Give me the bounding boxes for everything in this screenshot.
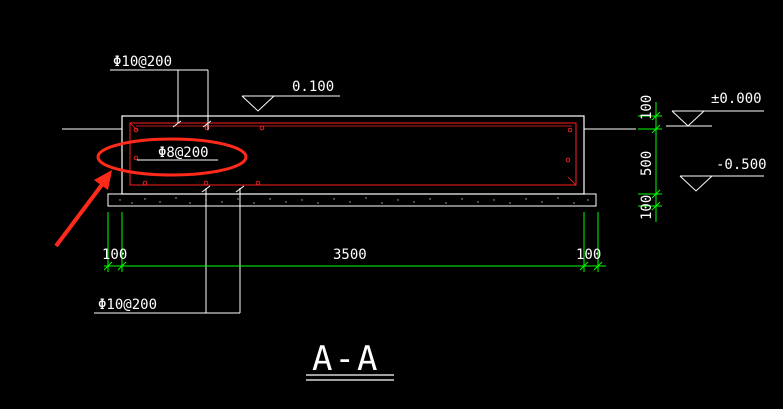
dimension-height-bottom-label: 100 <box>639 195 655 220</box>
top-rebar-leader <box>110 69 212 130</box>
rebar-dots <box>133 125 573 186</box>
elevation-mark-ground <box>666 110 764 127</box>
elevation-top-label: 0.100 <box>292 79 334 95</box>
dimension-height-top-label: 100 <box>639 95 655 120</box>
elevation-ground-label: ±0.000 <box>711 91 762 107</box>
rebar-dot <box>133 127 139 133</box>
highlight-arrow-shaft <box>54 180 106 248</box>
vertical-dimension <box>638 102 662 222</box>
dimension-right-label: 100 <box>576 247 601 263</box>
rebar-hook-right <box>567 176 577 186</box>
cushion-layer <box>107 193 597 207</box>
dimension-left-label: 100 <box>102 247 127 263</box>
rebar-dot <box>259 125 265 131</box>
elevation-mark-top <box>241 95 340 112</box>
cushion-hatch <box>119 197 589 204</box>
rebar-dot <box>565 157 571 163</box>
elevation-mark-bottom <box>679 175 764 192</box>
rebar-dot <box>203 180 209 186</box>
distribution-rebar-label: Φ8@200 <box>158 145 209 161</box>
section-title: A-A <box>312 339 379 379</box>
rebar-dot <box>567 127 573 133</box>
elevation-bottom-label: -0.500 <box>716 157 767 173</box>
rebar-cage <box>129 122 577 186</box>
highlight-ellipse <box>96 137 248 177</box>
bottom-rebar-label: Φ10@200 <box>98 297 157 313</box>
dimension-main-label: 3500 <box>333 247 367 263</box>
bottom-rebar-leader <box>94 185 245 314</box>
rebar-dot <box>204 125 210 131</box>
horizontal-dimension <box>103 212 606 272</box>
rebar-dot <box>255 180 261 186</box>
rebar-hook-left <box>129 122 139 132</box>
highlight-arrow-head <box>94 170 112 190</box>
dimension-height-middle-label: 500 <box>639 151 655 176</box>
rebar-dot <box>142 180 148 186</box>
top-rebar-label: Φ10@200 <box>113 54 172 70</box>
rebar-dot <box>133 155 139 161</box>
